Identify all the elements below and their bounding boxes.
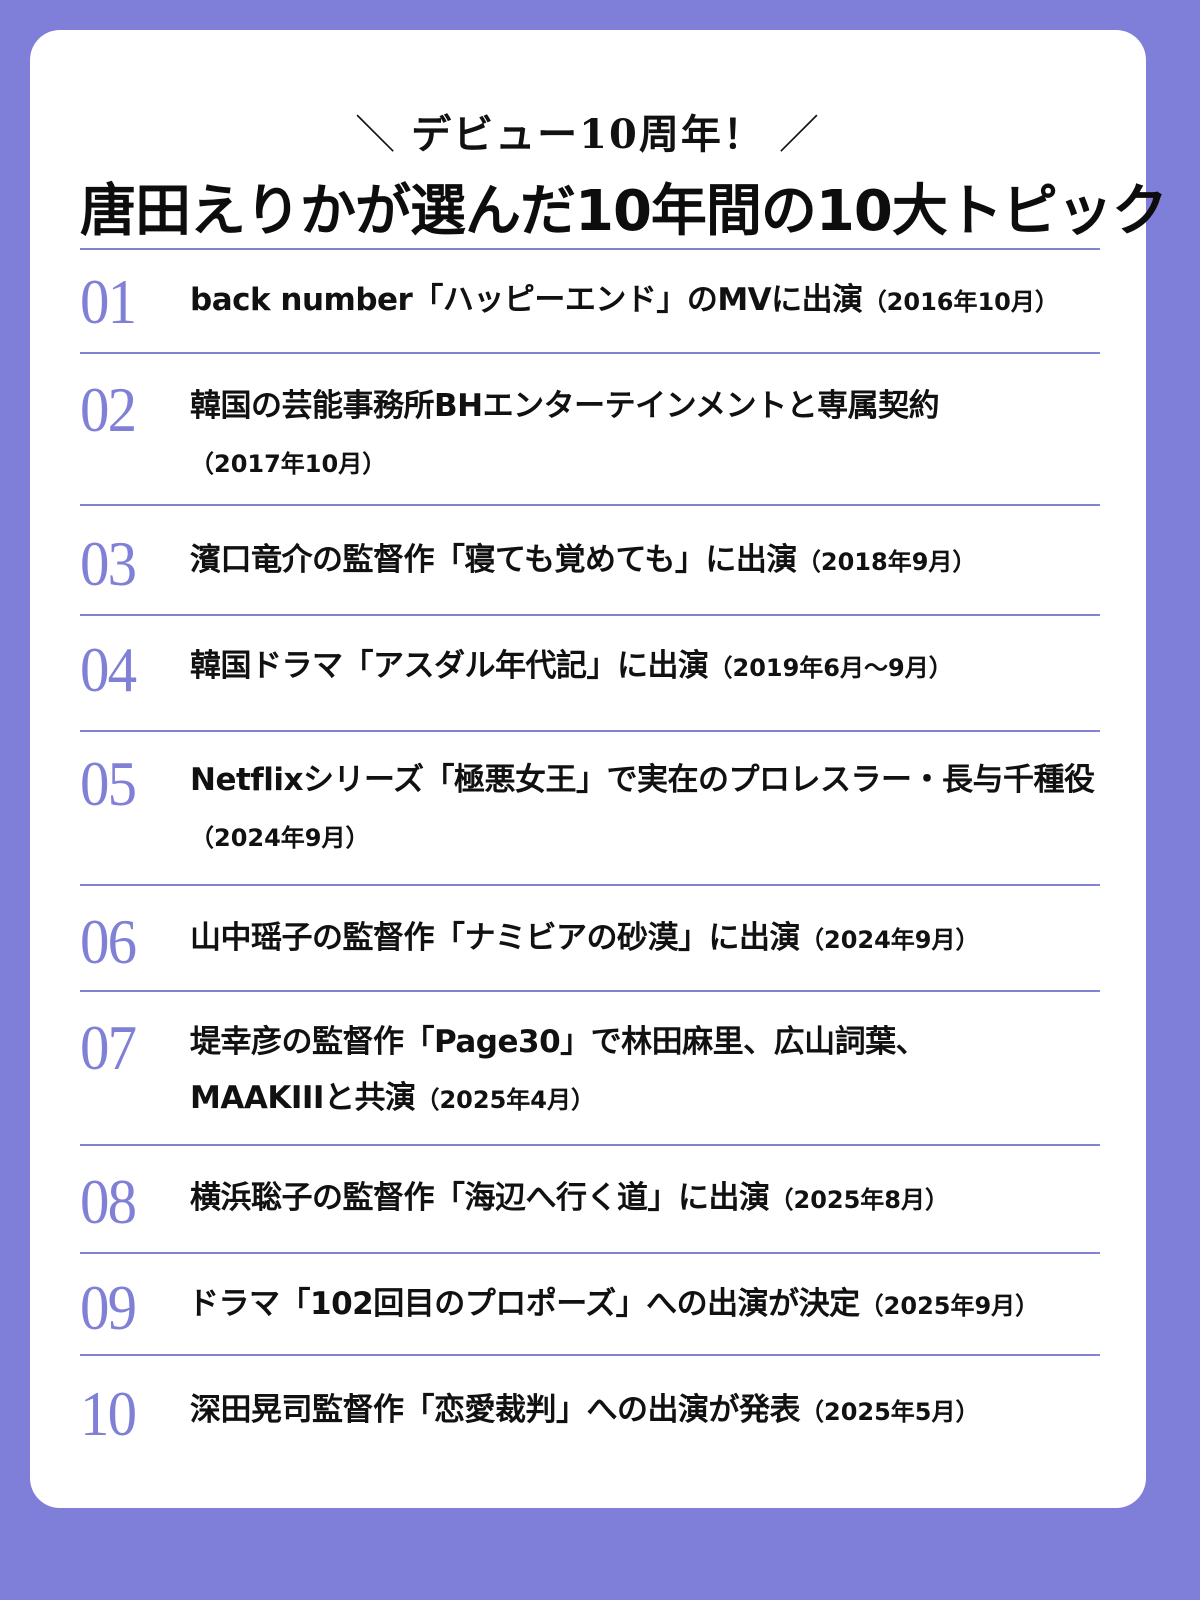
topic-title: Netflixシリーズ「極悪女王」で実在のプロレスラー・長与千種役 (190, 762, 1095, 798)
topic-text: back number「ハッピーエンド」のMVに出演（2016年10月） (190, 272, 1120, 330)
page-title: 唐田えりかが選んだ10年間の10大トピック (80, 179, 1168, 244)
topic-text: 堤幸彦の監督作「Page30」で林田麻里、広山詞葉、MAAKIIIと共演（202… (190, 1014, 1050, 1128)
topic-number: 03 (80, 528, 137, 599)
topic-date: （2025年9月） (859, 1292, 1040, 1320)
topic-text: 山中瑶子の監督作「ナミビアの砂漠」に出演（2024年9月） (190, 910, 1120, 968)
topic-title: back number「ハッピーエンド」のMVに出演 (190, 282, 863, 318)
topic-text: 韓国ドラマ「アスダル年代記」に出演（2019年6月～9月） (190, 638, 1120, 696)
topic-number: 10 (80, 1378, 137, 1449)
topic-title: 韓国ドラマ「アスダル年代記」に出演 (190, 648, 709, 684)
topic-text: ドラマ「102回目のプロポーズ」への出演が決定（2025年9月） (188, 1276, 1118, 1334)
topic-title: 山中瑶子の監督作「ナミビアの砂漠」に出演 (190, 920, 801, 956)
topic-number: 01 (80, 266, 137, 337)
topic-row: 06 山中瑶子の監督作「ナミビアの砂漠」に出演（2024年9月） (80, 884, 1100, 992)
topic-date: （2024年9月） (800, 926, 980, 954)
topic-number: 05 (80, 748, 137, 819)
topic-text: 深田晃司監督作「恋愛裁判」への出演が発表（2025年5月） (190, 1382, 1120, 1440)
topics-card: ＼ デビュー10周年！ ／ 唐田えりかが選んだ10年間の10大トピック 01 bac… (30, 30, 1168, 1508)
topic-row: 07 堤幸彦の監督作「Page30」で林田麻里、広山詞葉、MAAKIIIと共演（… (80, 990, 1100, 1146)
topic-number: 07 (80, 1012, 137, 1083)
topic-row: 09 ドラマ「102回目のプロポーズ」への出演が決定（2025年9月） (80, 1252, 1100, 1356)
topic-row: 01 back number「ハッピーエンド」のMVに出演（2016年10月） (80, 248, 1100, 354)
topic-text: 濱口竜介の監督作「寝ても覚めても」に出演（2018年9月） (190, 532, 1120, 590)
topic-text: Netflixシリーズ「極悪女王」で実在のプロレスラー・長与千種役 （2024年9… (190, 752, 1110, 866)
subtitle: ＼ デビュー10周年！ ／ (30, 108, 1146, 162)
topic-date: （2025年8月） (769, 1186, 950, 1214)
topic-title: 堤幸彦の監督作「Page30」で林田麻里、広山詞葉、MAAKIIIと共演 (190, 1024, 927, 1116)
topic-text: 横浜聡子の監督作「海辺へ行く道」に出演（2025年8月） (190, 1170, 1120, 1228)
topic-date: （2018年9月） (796, 548, 977, 576)
topic-title: 横浜聡子の監督作「海辺へ行く道」に出演 (190, 1180, 770, 1216)
topic-row: 05 Netflixシリーズ「極悪女王」で実在のプロレスラー・長与千種役 （202… (80, 730, 1100, 886)
topic-date: （2017年10月） (190, 450, 387, 478)
topic-title: 韓国の芸能事務所BHエンターテインメントと専属契約 (190, 388, 940, 424)
topic-number: 08 (80, 1166, 137, 1237)
topic-number: 02 (80, 374, 137, 445)
topic-number: 06 (80, 906, 137, 977)
topic-number: 09 (80, 1272, 137, 1343)
topic-text: 韓国の芸能事務所BHエンターテインメントと専属契約 （2017年10月） (190, 378, 1070, 492)
topic-title: 深田晃司監督作「恋愛裁判」への出演が発表 (190, 1392, 801, 1428)
topic-title: ドラマ「102回目のプロポーズ」への出演が決定 (188, 1286, 860, 1322)
topic-row: 04 韓国ドラマ「アスダル年代記」に出演（2019年6月～9月） (80, 614, 1100, 732)
topic-title: 濱口竜介の監督作「寝ても覚めても」に出演 (190, 542, 797, 578)
backslash-mark: ＼ (355, 112, 398, 158)
topic-date: （2025年4月） (415, 1086, 595, 1114)
slash-mark: ／ (778, 112, 821, 158)
topic-date: （2025年5月） (800, 1398, 980, 1426)
subtitle-text: デビュー10周年！ (411, 111, 765, 158)
topic-date: （2016年10月） (862, 288, 1059, 316)
topic-row: 08 横浜聡子の監督作「海辺へ行く道」に出演（2025年8月） (80, 1144, 1100, 1254)
topic-row: 10 深田晃司監督作「恋愛裁判」への出演が発表（2025年5月） (80, 1354, 1100, 1460)
topic-date: （2019年6月～9月） (708, 654, 953, 682)
topic-row: 03 濱口竜介の監督作「寝ても覚めても」に出演（2018年9月） (80, 504, 1100, 616)
topic-row: 02 韓国の芸能事務所BHエンターテインメントと専属契約 （2017年10月） (80, 352, 1100, 506)
topic-number: 04 (80, 634, 137, 705)
topic-date: （2024年9月） (190, 824, 370, 852)
